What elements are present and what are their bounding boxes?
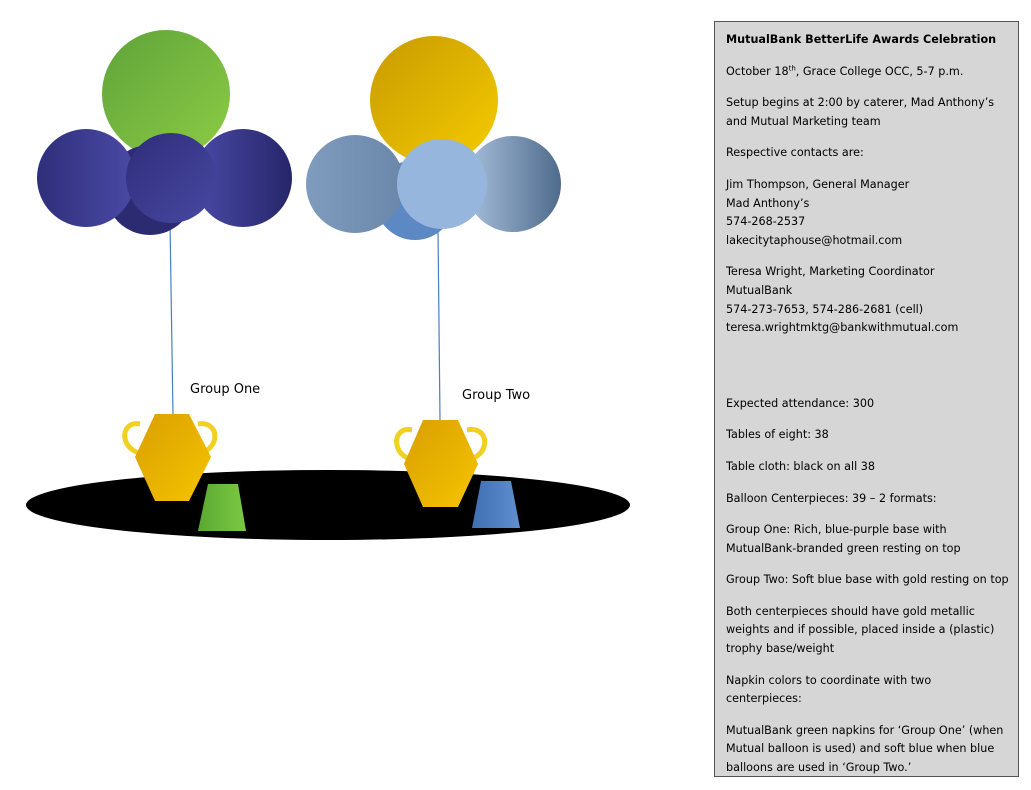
- event-notes-panel: MutualBank BetterLife Awards Celebration…: [714, 21, 1019, 777]
- contact-2-phone: 574-273-7653, 574-286-2681 (cell): [726, 302, 924, 316]
- event-title: MutualBank BetterLife Awards Celebration: [726, 33, 997, 46]
- group-one-balloon-string: [169, 221, 174, 416]
- group-two-left-balloon: [306, 135, 404, 233]
- group-one-trophy-weight: [135, 414, 211, 501]
- group-two-napkin: [472, 481, 520, 528]
- group-two-label: Group Two: [462, 388, 531, 403]
- attendance-note: Expected attendance: 300: [726, 396, 875, 410]
- tables-note: Tables of eight: 38: [726, 428, 829, 442]
- contact-2-email: teresa.wrightmktg@bankwithmutual.com: [726, 321, 959, 335]
- centerpieces-note: Balloon Centerpieces: 39 – 2 formats:: [726, 491, 937, 505]
- spacer: [726, 351, 1010, 395]
- contact-card-2: Teresa Wright, Marketing Coordinator Mut…: [726, 263, 1010, 337]
- group-two-top-balloon: [370, 36, 498, 164]
- group-two-right-balloon: [465, 136, 561, 232]
- setup-note: Setup begins at 2:00 by caterer, Mad Ant…: [726, 96, 995, 128]
- group-two-centerpiece: [306, 36, 561, 528]
- tablecloth-note: Table cloth: black on all 38: [726, 459, 875, 473]
- contact-2-company: MutualBank: [726, 283, 793, 297]
- round-table: [26, 470, 630, 540]
- contact-1-company: Mad Anthony’s: [726, 196, 810, 210]
- contact-card-1: Jim Thompson, General Manager Mad Anthon…: [726, 176, 1010, 250]
- event-date-suffix: th: [788, 63, 796, 72]
- weights-note: Both centerpieces should have gold metal…: [726, 604, 995, 656]
- group-one-center-balloon: [126, 133, 216, 223]
- event-location: , Grace College OCC, 5-7 p.m.: [795, 64, 964, 78]
- contact-1-name: Jim Thompson, General Manager: [726, 177, 910, 191]
- napkin-intro-note: Napkin colors to coordinate with two cen…: [726, 673, 932, 706]
- group-one-left-balloon: [37, 129, 135, 227]
- group-two-trophy-weight: [404, 420, 478, 507]
- group-one-napkin: [198, 484, 246, 531]
- contact-2-name: Teresa Wright, Marketing Coordinator: [726, 265, 935, 279]
- group-one-label: Group One: [190, 382, 261, 397]
- contacts-intro: Respective contacts are:: [726, 146, 864, 160]
- contact-1-email: lakecitytaphouse@hotmail.com: [726, 233, 903, 247]
- group-one-centerpiece: [37, 30, 292, 531]
- group-one-note: Group One: Rich, blue-purple base with M…: [726, 523, 961, 555]
- event-date: October 18: [726, 64, 789, 78]
- group-one-top-balloon: [102, 30, 230, 158]
- centerpiece-illustration: [26, 30, 630, 540]
- group-one-right-balloon: [194, 129, 292, 227]
- napkin-detail-note: MutualBank green napkins for ‘Group One’…: [726, 723, 1004, 775]
- group-two-balloon-string: [437, 229, 441, 421]
- group-two-center-balloon: [397, 139, 487, 229]
- event-date-location: October 18th, Grace College OCC, 5-7 p.m…: [726, 63, 1010, 82]
- group-two-note: Group Two: Soft blue base with gold rest…: [726, 573, 1009, 587]
- contact-1-phone: 574-268-2537: [726, 215, 806, 229]
